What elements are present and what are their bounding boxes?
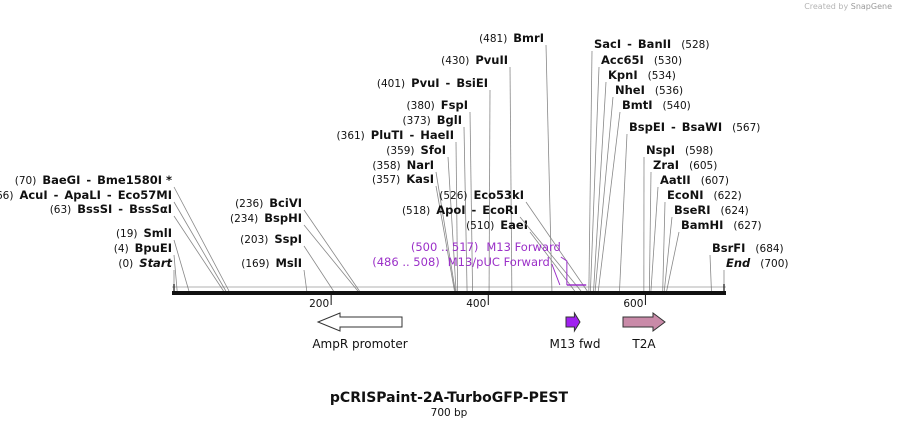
cut-site-leader-saci (588, 50, 593, 292)
cut-site-leader-bmti (597, 111, 621, 292)
cut-site-leader-bsssi (173, 215, 224, 292)
cut-site-leader-pvui (488, 89, 491, 292)
cut-site-label-acc65i[interactable]: Acc65I(530) (601, 53, 682, 67)
cut-site-label-bgli[interactable]: (373)BglI (403, 113, 462, 127)
cut-site-label-pvui[interactable]: (401)PvuI-BsiEI (377, 76, 488, 90)
cut-site-label-bamhi[interactable]: BamHI(627) (681, 218, 762, 232)
cut-site-leader-bsphi (303, 224, 359, 292)
cut-site-label-eco53ki[interactable]: (526)Eco53kI (439, 188, 524, 202)
cut-site-label-fspi[interactable]: (380)FspI (407, 98, 468, 112)
cut-site-label-bspei[interactable]: BspEI-BsaWI(567) (629, 120, 760, 134)
cut-site-label-pluti[interactable]: (361)PluTI-HaeII (337, 128, 454, 142)
cut-site-leader-zrai (648, 171, 652, 292)
cut-site-label-bpuei[interactable]: (4)BpuEI (114, 241, 172, 255)
cut-site-label-pvuii[interactable]: (430)PvuII (441, 53, 508, 67)
cut-site-leader-baegi (173, 186, 230, 292)
primer-label-m13-puc-forward[interactable]: (486 .. 508)M13/pUC Forward (372, 255, 550, 269)
primer-leader-m13-puc-forward (551, 263, 561, 286)
cut-site-label-bcivi[interactable]: (236)BciVI (235, 196, 302, 210)
cut-site-label-aatii[interactable]: AatII(607) (660, 173, 729, 187)
cut-site-label-kasi[interactable]: (357)KasI (372, 172, 434, 186)
cut-site-leader-bmri (545, 44, 553, 292)
cut-site-label-baegi[interactable]: (70)BaeGI-Bme1580I * (15, 173, 172, 187)
cut-site-label-saci[interactable]: SacI-BanII(528) (594, 37, 709, 51)
cut-site-label-sspi[interactable]: (203)SspI (240, 232, 302, 246)
cut-site-leader-aatii (650, 186, 659, 292)
cut-site-leader-eco53ki (525, 201, 588, 292)
cut-site-leader-acui (173, 201, 227, 292)
cut-site-label-acui[interactable]: (66)AcuI-ApaLI-Eco57MI (0, 188, 172, 202)
cut-site-leader-pluti (455, 141, 459, 292)
cut-site-label-bseri[interactable]: BseRI(624) (674, 203, 749, 217)
cut-site-leader-bpuei (173, 254, 178, 292)
ruler-tick-label-600: 600 (623, 298, 643, 310)
cut-site-label-nspi[interactable]: NspI(598) (646, 143, 713, 157)
ruler-tick-label-400: 400 (466, 298, 486, 310)
cut-site-label-eaei[interactable]: (510)EaeI (466, 218, 528, 232)
cut-site-label-bmri[interactable]: (481)BmrI (479, 31, 544, 45)
cut-site-leader-kasi (435, 185, 455, 292)
sequence-backbone (172, 291, 726, 295)
cut-site-label-bmti[interactable]: BmtI(540) (622, 98, 691, 112)
cut-site-label-bsphi[interactable]: (234)BspHI (230, 211, 302, 225)
cut-site-leader-bseri (663, 216, 673, 292)
plasmid-name: pCRISPaint-2A-TurboGFP-PEST (329, 390, 569, 406)
cut-site-leader-bspei (619, 133, 628, 292)
cut-site-leader-kpni (593, 81, 607, 292)
cut-site-leader-bgli (463, 126, 468, 292)
cut-site-leader-acc65i (590, 66, 600, 292)
snapgene-logo-text: SnapGene (850, 2, 892, 11)
feature-arrow-ampr-promoter[interactable] (316, 312, 403, 332)
feature-label-ampr-promoter: AmpR promoter (312, 337, 407, 351)
cut-site-label-econi[interactable]: EcoNI(622) (667, 188, 742, 202)
cut-site-leader-bamhi (666, 231, 680, 292)
primer-label-m13-forward[interactable]: (500 .. 517)M13 Forward (411, 240, 561, 254)
cut-site-leader-apoi (519, 216, 582, 292)
cut-site-leader-pvuii (509, 66, 513, 292)
cut-site-leader-fspi (469, 111, 473, 292)
feature-arrow-m13-fwd[interactable] (565, 311, 581, 333)
cut-site-leader-smli (173, 239, 190, 292)
feature-label-m13-fwd: M13 fwd (550, 337, 601, 351)
cut-site-label-bsrfi[interactable]: BsrFI(684) (712, 241, 784, 255)
feature-arrow-t2a[interactable] (622, 312, 666, 332)
cut-site-leader-econi (662, 201, 666, 292)
cut-site-label-zrai[interactable]: ZraI(605) (653, 158, 717, 172)
plasmid-length: 700 bp (430, 407, 468, 419)
cut-site-label-kpni[interactable]: KpnI(534) (608, 68, 676, 82)
cut-site-leader-bsrfi (709, 254, 712, 292)
cut-site-label-end[interactable]: End(700) (726, 256, 789, 270)
created-by-text: Created by (804, 2, 849, 11)
cut-site-leader-sspi (303, 245, 334, 292)
cut-site-leader-sfoi (447, 156, 457, 292)
cut-site-leader-bcivi (303, 209, 360, 292)
primer-leader-m13-forward (560, 256, 568, 285)
snapgene-branding: Created by SnapGene (804, 2, 892, 11)
cut-site-leader-nhei (594, 96, 614, 292)
cut-site-label-nari[interactable]: (358)NarI (372, 158, 434, 172)
cut-site-leader-msli (303, 269, 308, 292)
cut-site-label-bsssi[interactable]: (63)BssSI-BssSαI (50, 202, 172, 216)
cut-site-label-smli[interactable]: (19)SmlI (116, 226, 172, 240)
cut-site-label-sfoi[interactable]: (359)SfoI (386, 143, 446, 157)
cut-site-leader-nari (435, 171, 456, 292)
cut-site-label-msli[interactable]: (169)MslI (241, 256, 302, 270)
ruler-tick-label-200: 200 (309, 298, 329, 310)
cut-site-label-apoi[interactable]: (518)ApoI-EcoRI (402, 203, 518, 217)
cut-site-label-start[interactable]: (0)Start (118, 256, 172, 270)
cut-site-label-nhei[interactable]: NheI(536) (615, 83, 683, 97)
feature-label-t2a: T2A (631, 337, 656, 351)
